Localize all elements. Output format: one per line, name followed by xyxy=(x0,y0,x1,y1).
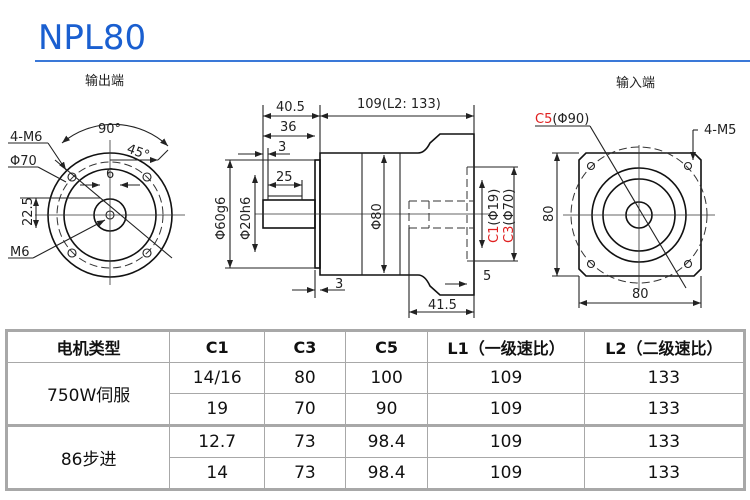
dim-5: 5 xyxy=(483,269,491,284)
dim-phi20: Φ20h6 xyxy=(239,197,254,240)
dim-angle-45: 45° xyxy=(125,142,152,164)
dim-41-5: 41.5 xyxy=(428,298,457,313)
dim-output-pcd: Φ70 xyxy=(10,154,37,169)
cell-l1: 109 xyxy=(427,425,585,458)
table-header-row: 电机类型 C1 C3 C5 L1（一级速比） L2（二级速比） xyxy=(5,330,746,363)
page-title: NPL80 xyxy=(38,18,147,58)
cell-l1: 109 xyxy=(427,362,585,394)
dim-40-5: 40.5 xyxy=(276,100,305,115)
dim-center-thread: M6 xyxy=(10,245,30,260)
motor-type-cell: 750W伺服 xyxy=(5,362,171,426)
dim-25: 25 xyxy=(276,170,293,185)
header-l2: L2（二级速比） xyxy=(583,330,746,363)
header-l1: L1（一级速比） xyxy=(427,330,585,363)
cell-c1: 14/16 xyxy=(169,362,266,394)
technical-drawing: 输出端 90° 45° 4-M6 Φ70 6 22.5 M6 xyxy=(8,73,736,318)
c1-label: C1 xyxy=(487,226,502,243)
input-flange-square xyxy=(578,152,702,277)
motor-type-cell: 86步进 xyxy=(5,425,171,490)
output-end-view: 输出端 90° 45° 4-M6 Φ70 6 22.5 M6 xyxy=(8,73,185,285)
c3-label: C3 xyxy=(502,226,517,243)
dim-c5: C5(Φ90) xyxy=(535,112,589,127)
dim-c3: C3(Φ70) xyxy=(502,189,517,243)
dim-phi80: Φ80 xyxy=(370,203,385,230)
cell-c3: 80 xyxy=(264,362,346,394)
cell-c3: 73 xyxy=(264,457,346,490)
dim-36: 36 xyxy=(280,120,297,135)
input-end-view: 输入端 C5(Φ90) 4-M5 80 80 xyxy=(535,75,736,308)
c5-value: (Φ90) xyxy=(552,112,589,127)
c5-label: C5 xyxy=(535,112,552,127)
cell-c5: 90 xyxy=(344,393,429,426)
dim-input-width: 80 xyxy=(632,287,649,302)
cell-l2: 133 xyxy=(583,457,746,490)
title-divider xyxy=(35,60,750,62)
table-row: 14 73 98.4 109 133 xyxy=(7,457,746,490)
spec-table: 电机类型 C1 C3 C5 L1（一级速比） L2（二级速比） 750W伺服 1… xyxy=(5,329,746,491)
dim-input-holes: 4-M5 xyxy=(704,123,736,138)
shaft-key xyxy=(267,195,303,201)
cell-c5: 98.4 xyxy=(344,457,429,490)
dim-input-height: 80 xyxy=(542,205,557,222)
dim-109: 109(L2: 133) xyxy=(357,97,441,112)
table-row: 19 70 90 109 133 xyxy=(7,393,746,426)
dim-c1: C1(Φ19) xyxy=(487,189,502,243)
dim-output-holes: 4-M6 xyxy=(10,130,42,145)
c1-value: (Φ19) xyxy=(487,189,502,226)
dim-3-bottom: 3 xyxy=(335,277,343,292)
cell-l2: 133 xyxy=(583,393,746,426)
c3-value: (Φ70) xyxy=(502,189,517,226)
input-end-label: 输入端 xyxy=(616,75,655,91)
dim-key-width: 6 xyxy=(106,167,114,182)
table-row: 86步进 12.7 73 98.4 109 133 xyxy=(5,425,746,490)
cell-l1: 109 xyxy=(427,393,585,426)
dim-angle-90: 90° xyxy=(98,122,121,137)
bolt-holes xyxy=(67,172,152,258)
table-row: 750W伺服 14/16 80 100 109 133 xyxy=(5,362,746,426)
cell-c3: 70 xyxy=(264,393,346,426)
cell-c5: 100 xyxy=(344,362,429,394)
dim-phi60: Φ60g6 xyxy=(214,197,229,240)
header-c3: C3 xyxy=(264,330,346,363)
header-c5: C5 xyxy=(344,330,429,363)
header-motor-type: 电机类型 xyxy=(5,330,171,363)
header-c1: C1 xyxy=(169,330,266,363)
cell-c3: 73 xyxy=(264,425,346,458)
cell-c1: 12.7 xyxy=(169,425,266,458)
input-bolt-holes xyxy=(586,161,693,269)
dim-3-top: 3 xyxy=(278,140,286,155)
cell-c5: 98.4 xyxy=(344,425,429,458)
cell-c1: 19 xyxy=(169,393,266,426)
output-end-label: 输出端 xyxy=(85,73,124,89)
side-view: 40.5 109(L2: 133) 36 3 25 Φ60g6 Φ20h6 Φ8… xyxy=(214,97,518,318)
cell-l2: 133 xyxy=(583,425,746,458)
cell-l2: 133 xyxy=(583,362,746,394)
gearbox-body xyxy=(319,133,475,296)
dim-key-height: 22.5 xyxy=(21,197,36,226)
cell-l1: 109 xyxy=(427,457,585,490)
cell-c1: 14 xyxy=(169,457,266,490)
